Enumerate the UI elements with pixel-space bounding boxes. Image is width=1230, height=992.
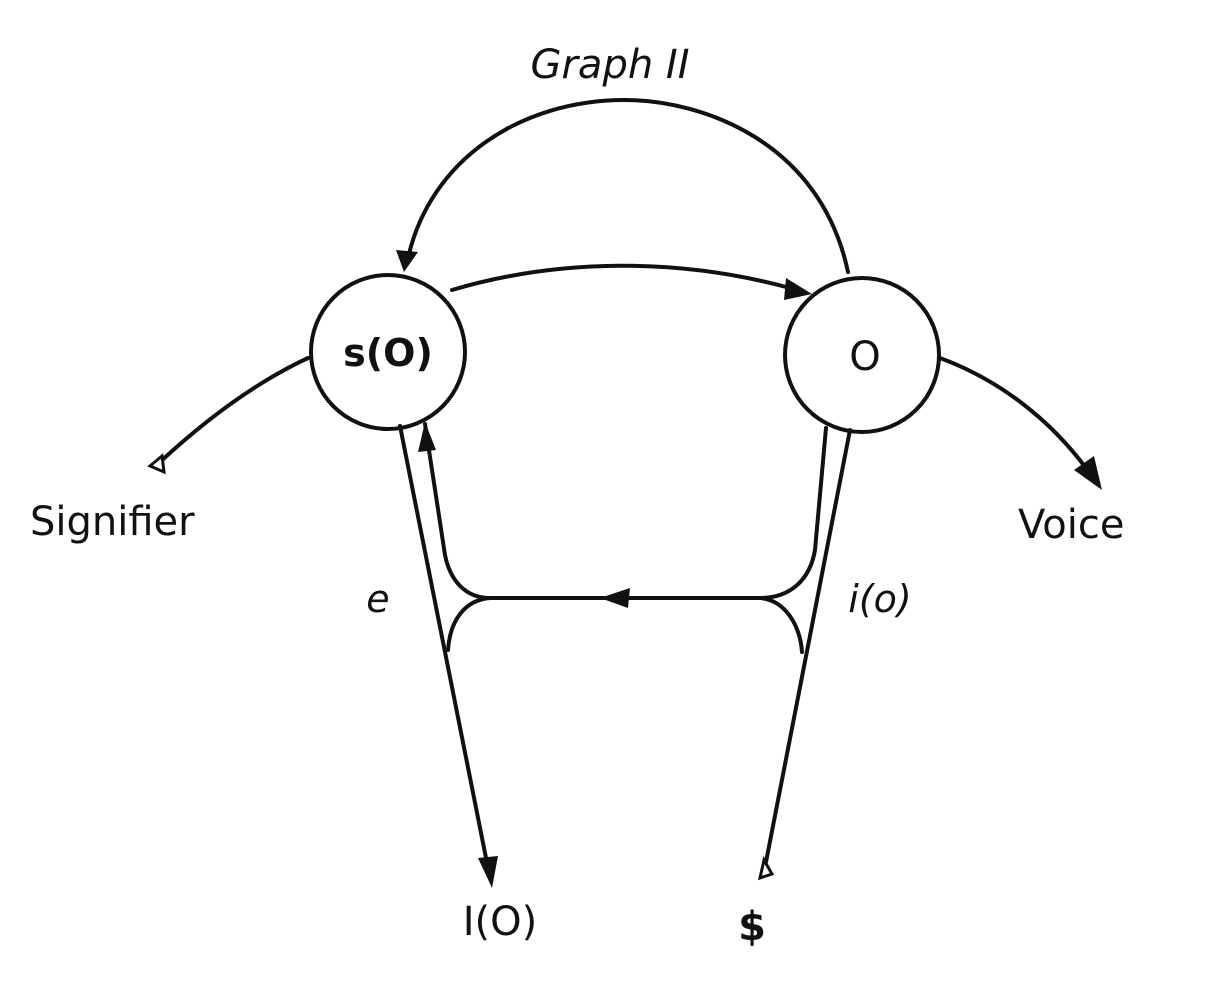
i-o-label: i(o) bbox=[848, 577, 911, 621]
e-label: e bbox=[366, 577, 389, 621]
barred-s-label: $ bbox=[738, 904, 766, 950]
edge-s-to-o bbox=[450, 263, 792, 292]
signifier-label: Signifier bbox=[30, 499, 195, 545]
voice-edge bbox=[938, 356, 1088, 470]
node-s-o-label: s(O) bbox=[343, 331, 433, 375]
lower-left-curve bbox=[446, 596, 492, 652]
node-o bbox=[783, 276, 941, 434]
voice-label: Voice bbox=[1018, 502, 1124, 548]
arrowhead-voice bbox=[1074, 456, 1102, 490]
node-s-o bbox=[309, 273, 467, 431]
arrowhead-I-O bbox=[478, 856, 498, 888]
node-o-label: O bbox=[849, 334, 880, 380]
arrowhead-horizontal bbox=[600, 588, 630, 608]
I-O-label: I(O) bbox=[463, 899, 538, 945]
lower-right-curve bbox=[758, 596, 804, 654]
signifier-edge bbox=[158, 356, 310, 464]
inner-loop-edge bbox=[423, 422, 828, 600]
edge-to-I-O bbox=[398, 424, 490, 870]
signifier-start-triangle bbox=[147, 453, 166, 475]
top-arc-edge bbox=[406, 97, 850, 274]
arrowhead-top-arc bbox=[396, 250, 418, 272]
edge-from-barred-s bbox=[764, 428, 852, 864]
arrowhead-inner-up bbox=[418, 422, 436, 452]
graph-title: Graph II bbox=[530, 42, 689, 88]
arrowhead-s-to-o bbox=[784, 278, 812, 300]
barred-s-start-triangle bbox=[757, 855, 775, 881]
